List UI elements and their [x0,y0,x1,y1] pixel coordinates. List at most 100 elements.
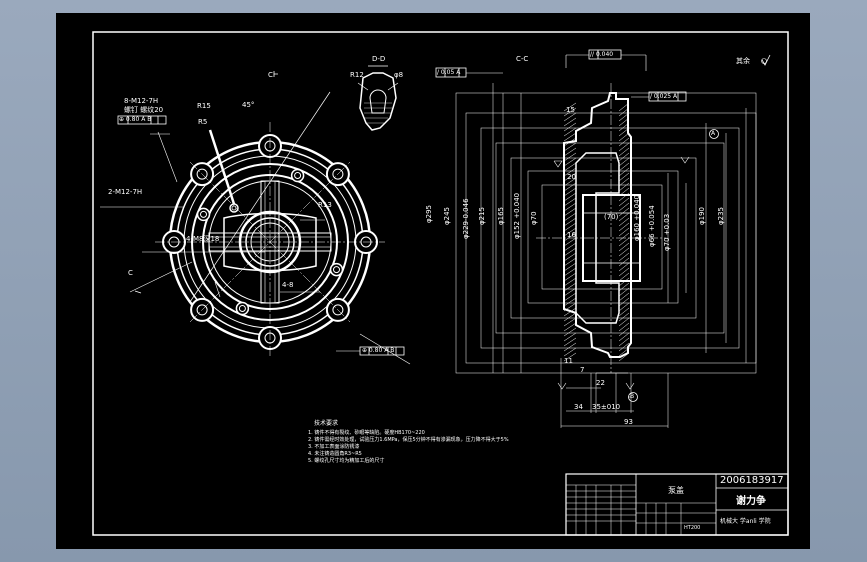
school-name: 机械大 学anli 学院 [720,518,771,525]
runout-tolerance-right: / 0.025 A [650,93,678,100]
dia-70b: φ70 +0.03 [663,213,671,251]
dim-7: 7 [580,366,585,374]
hatch-line [563,227,577,237]
hatch-line [563,257,577,267]
hatch-line [618,122,630,132]
hatch-line [618,147,630,157]
dia-215: φ215 [478,207,486,225]
hatch-line [563,132,577,142]
drawing-canvas [92,31,789,536]
hatch-line [618,212,630,222]
hatch-line [618,347,630,357]
dia-295: φ295 [425,205,433,223]
hatch-line [618,287,630,297]
hatch-line [563,202,577,212]
dia-229: φ229-0.046 [462,198,470,239]
hatch-line [563,112,577,122]
label-angle-45: 45° [242,101,255,109]
material-cell: HT200 [684,525,701,531]
label-thread-2: 2-M12-7H [108,188,143,196]
hatch-line [563,172,577,182]
drawing-number: 2006183917 [720,475,784,486]
detail-dd [357,65,399,131]
hatch-line [618,132,630,142]
surface-finish-note: 其余 [736,57,750,65]
dim-16: 16 [567,231,576,239]
hatch-line [563,237,577,247]
hatch-line [618,322,630,332]
hatch-line [563,262,577,272]
hatch-line [618,332,630,342]
dim-35: 35±010 [592,403,621,411]
label-thread-8-depth: 螺钉 螺纹20 [124,106,164,114]
hatch-line [563,277,577,287]
hatch-line [563,272,577,282]
hatch-line [618,317,630,327]
hatch-line [618,137,630,147]
hatch-line [563,167,577,177]
hatch-line [618,312,630,322]
hatch-line [563,282,577,292]
dim-20: 20 [567,173,576,181]
hatch-line [618,337,630,347]
hatch-line [618,197,630,207]
label-angle-4-8: 4-8 [282,281,294,289]
hatch-line [563,222,577,232]
hatch-line [563,337,577,347]
hatch-line [563,212,577,222]
bolt-hole [196,168,208,180]
bolt-boss [196,207,211,222]
note-line-2: 2. 铸件需经时效处理，试验压力1.6MPa，保压5分钟不得有渗漏现象，压力降不… [308,437,509,443]
hatch-line [563,217,577,227]
hatch-line [618,242,630,252]
dim-22: 22 [596,379,605,387]
hatch-line [618,107,630,117]
hatch-line [563,187,577,197]
hatch-line [618,102,630,112]
hatch-line [563,142,577,152]
hatch-line [618,182,630,192]
hatch-line [563,287,577,297]
hatch-line [563,302,577,312]
dim-15: 15 [566,106,575,114]
author-name: 谢力争 [736,496,766,507]
hatch-line [563,327,577,337]
hatch-line [563,127,577,137]
hatch-line [618,192,630,202]
bolt-boss [329,262,344,277]
hatch-line [618,302,630,312]
hatch-line [618,267,630,277]
dia-152: φ152 +0.040 [513,192,521,239]
hatch-line [618,257,630,267]
hatch-line [563,157,577,167]
dia-66: φ66 +0.054 [648,205,656,247]
hatch-line [618,117,630,127]
hatch-line [618,292,630,302]
hatch-line [618,187,630,197]
hatch-line [618,282,630,292]
hatch-line [618,277,630,287]
label-phi8: φ8 [394,71,404,79]
hatch-line [618,227,630,237]
dia-245: φ245 [443,207,451,225]
hatch-line [618,232,630,242]
notes-title: 技术要求 [314,420,339,427]
hatch-line [618,327,630,337]
hatch-line [618,252,630,262]
label-r15: R15 [197,102,211,110]
label-r5: R5 [198,118,208,126]
hatch-line [563,247,577,257]
hatch-line [563,347,577,357]
hatch-line [618,307,630,317]
label-r13: R13 [318,201,332,209]
hatch-line [563,252,577,262]
part-name: 泵盖 [668,486,684,495]
hatch-line [563,312,577,322]
bolt-hole [333,266,340,274]
title-block [565,473,789,536]
bolt-hole [294,172,302,179]
drawing-sheet: 8-M12-7H 螺钉 螺纹20 ⊕ 0.80 A B 2-M12-7H 4-M… [56,13,810,549]
hatch-line [618,177,630,187]
bolt-hole [200,210,207,218]
